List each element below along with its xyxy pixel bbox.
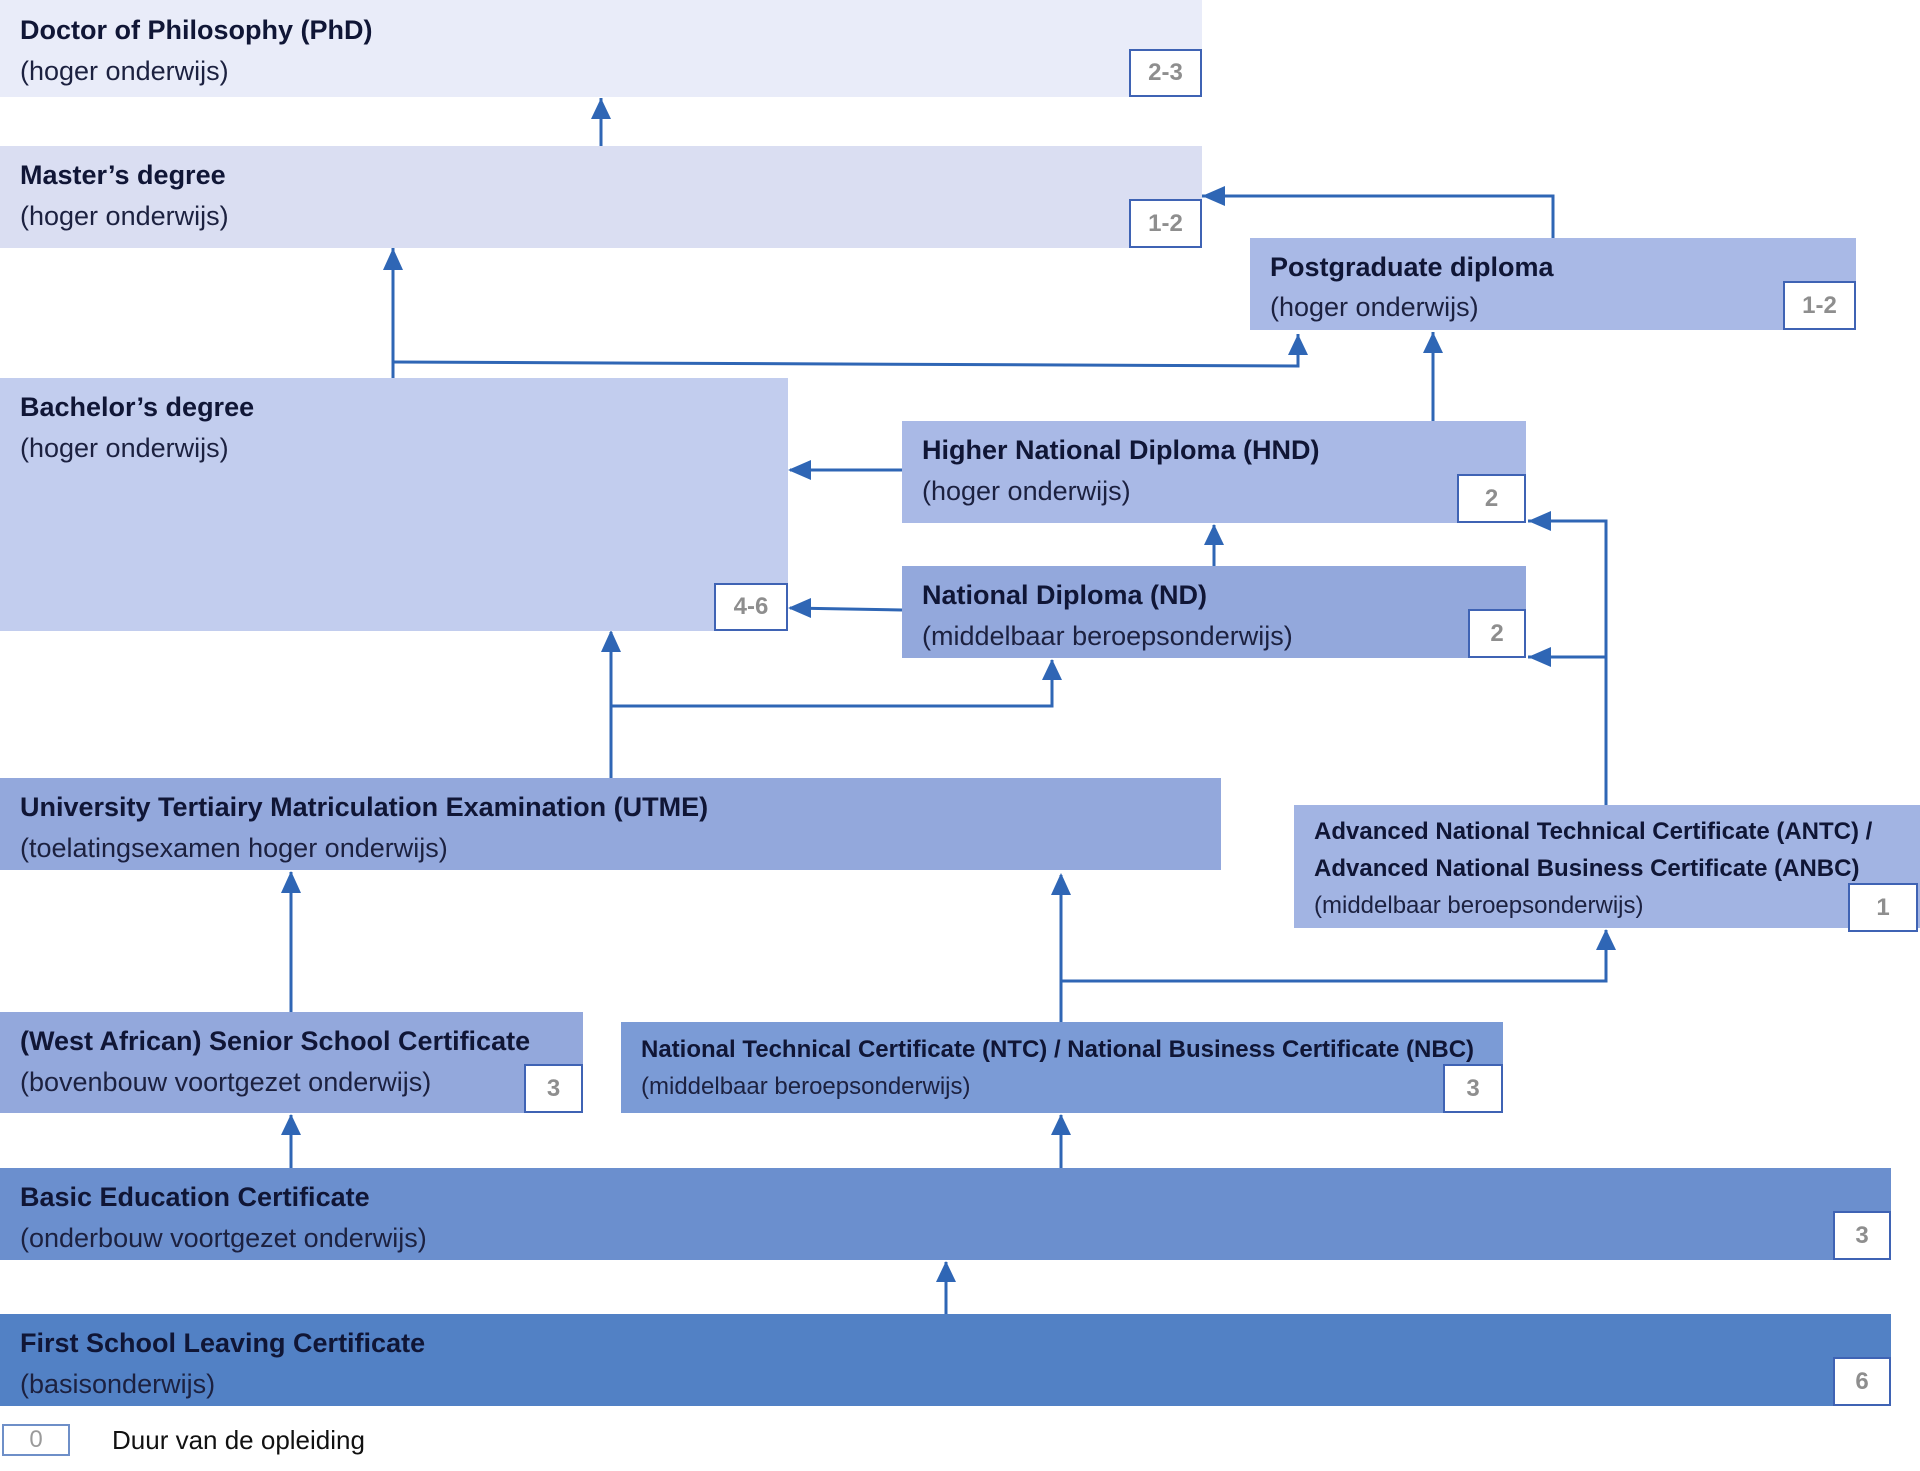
antc-title-line2: Advanced National Business Certificate (…: [1314, 855, 1860, 882]
postgraduate-box: Postgraduate diploma (hoger onderwijs): [1250, 238, 1856, 330]
arrowhead: [281, 1114, 301, 1135]
hnd-box: Higher National Diploma (HND) (hoger ond…: [902, 421, 1526, 523]
arrowhead: [591, 98, 611, 119]
arrow-utme-to-nd: [611, 660, 1054, 708]
bec-title: Basic Education Certificate: [20, 1182, 370, 1212]
wassc-subtitle: (bovenbouw voortgezet onderwijs): [20, 1067, 432, 1097]
legend-sample-badge: 0: [2, 1424, 70, 1456]
ntc-title: National Technical Certificate (NTC) / N…: [641, 1036, 1475, 1063]
bachelor-box: Bachelor’s degree (hoger onderwijs): [0, 378, 788, 631]
arrowhead: [1051, 1114, 1071, 1135]
arrowhead: [788, 598, 811, 618]
bec-duration-badge: 3: [1833, 1211, 1891, 1260]
ntc-box: National Technical Certificate (NTC) / N…: [621, 1022, 1503, 1113]
wassc-title: (West African) Senior School Certificate: [20, 1026, 531, 1056]
arrowhead: [1204, 524, 1224, 545]
ntc-subtitle: (middelbaar beroepsonderwijs): [641, 1073, 971, 1100]
utme-title: University Tertiairy Matriculation Exami…: [20, 792, 709, 822]
masters-box: Master’s degree (hoger onderwijs): [0, 146, 1202, 248]
postgraduate-subtitle: (hoger onderwijs): [1270, 292, 1479, 322]
phd-subtitle: (hoger onderwijs): [20, 56, 229, 86]
bachelor-subtitle: (hoger onderwijs): [20, 433, 229, 463]
arrowhead: [1288, 334, 1308, 355]
antc-title-line1: Advanced National Technical Certificate …: [1314, 818, 1873, 845]
arrow-bachelor-to-postgraduate: [392, 334, 1300, 368]
wassc-duration-badge: 3: [524, 1064, 583, 1113]
arrowhead: [1528, 511, 1551, 531]
antc-box: Advanced National Technical Certificate …: [1294, 805, 1920, 928]
arrowhead: [1596, 929, 1616, 950]
arrow-masters-from-postgraduate: [1202, 194, 1555, 238]
fslc-title: First School Leaving Certificate: [20, 1328, 426, 1358]
bec-box: Basic Education Certificate (onderbouw v…: [0, 1168, 1891, 1260]
arrow-antc-to-hnd-nd: [1528, 519, 1608, 805]
masters-title: Master’s degree: [20, 160, 226, 190]
arrowhead: [1051, 873, 1071, 895]
arrowhead: [1202, 186, 1225, 206]
arrowhead: [1423, 332, 1443, 353]
nd-title: National Diploma (ND): [922, 580, 1208, 610]
arrowhead: [1528, 647, 1551, 667]
fslc-duration-badge: 6: [1833, 1357, 1891, 1406]
phd-title: Doctor of Philosophy (PhD): [20, 15, 373, 45]
arrowhead: [936, 1261, 956, 1282]
postgraduate-title: Postgraduate diploma: [1270, 252, 1554, 282]
hnd-title: Higher National Diploma (HND): [922, 435, 1320, 465]
nd-duration-badge: 2: [1468, 609, 1526, 658]
fslc-box: First School Leaving Certificate (basiso…: [0, 1314, 1891, 1406]
bec-subtitle: (onderbouw voortgezet onderwijs): [20, 1223, 427, 1253]
phd-duration-badge: 2-3: [1129, 49, 1202, 97]
fslc-subtitle: (basisonderwijs): [20, 1369, 216, 1399]
hnd-subtitle: (hoger onderwijs): [922, 476, 1131, 506]
arrowhead: [281, 871, 301, 893]
arrow-ntc-to-antc: [1061, 930, 1608, 983]
nd-box: National Diploma (ND) (middelbaar beroep…: [902, 566, 1526, 658]
antc-subtitle: (middelbaar beroepsonderwijs): [1314, 892, 1644, 919]
utme-box: University Tertiairy Matriculation Exami…: [0, 778, 1221, 870]
masters-subtitle: (hoger onderwijs): [20, 201, 229, 231]
antc-duration-badge: 1: [1848, 883, 1918, 932]
hnd-duration-badge: 2: [1457, 474, 1526, 523]
arrowhead: [383, 248, 403, 270]
masters-duration-badge: 1-2: [1129, 199, 1202, 248]
phd-box: Doctor of Philosophy (PhD) (hoger onderw…: [0, 0, 1202, 97]
legend-label: Duur van de opleiding: [112, 1425, 365, 1455]
arrowhead: [1042, 659, 1062, 680]
arrowhead: [601, 630, 621, 652]
arrowhead: [788, 460, 811, 480]
ntc-duration-badge: 3: [1443, 1064, 1503, 1113]
wassc-box: (West African) Senior School Certificate…: [0, 1012, 583, 1113]
postgraduate-duration-badge: 1-2: [1783, 281, 1856, 330]
utme-subtitle: (toelatingsexamen hoger onderwijs): [20, 833, 448, 863]
bachelor-title: Bachelor’s degree: [20, 392, 255, 422]
nd-subtitle: (middelbaar beroepsonderwijs): [922, 621, 1293, 651]
bachelor-duration-badge: 4-6: [714, 583, 788, 631]
